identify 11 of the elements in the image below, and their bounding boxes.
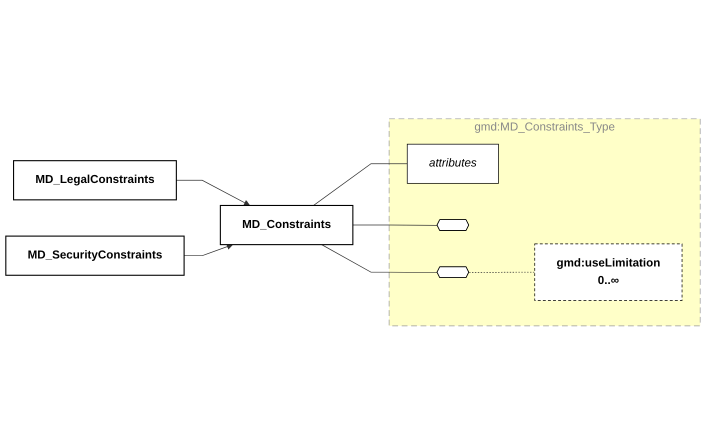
connector (468, 272, 536, 273)
node-box: MD_Constraints (220, 204, 354, 245)
connector (321, 244, 438, 273)
node-box: gmd:useLimitation 0..∞ (534, 243, 682, 300)
arrow (176, 180, 250, 206)
node-box: attributes (406, 144, 499, 184)
connector (313, 163, 408, 206)
connector (352, 224, 438, 226)
node-box: MD_SecurityConstraints (5, 235, 185, 276)
arrow (184, 243, 233, 256)
node-box: MD_LegalConstraints (13, 160, 177, 200)
